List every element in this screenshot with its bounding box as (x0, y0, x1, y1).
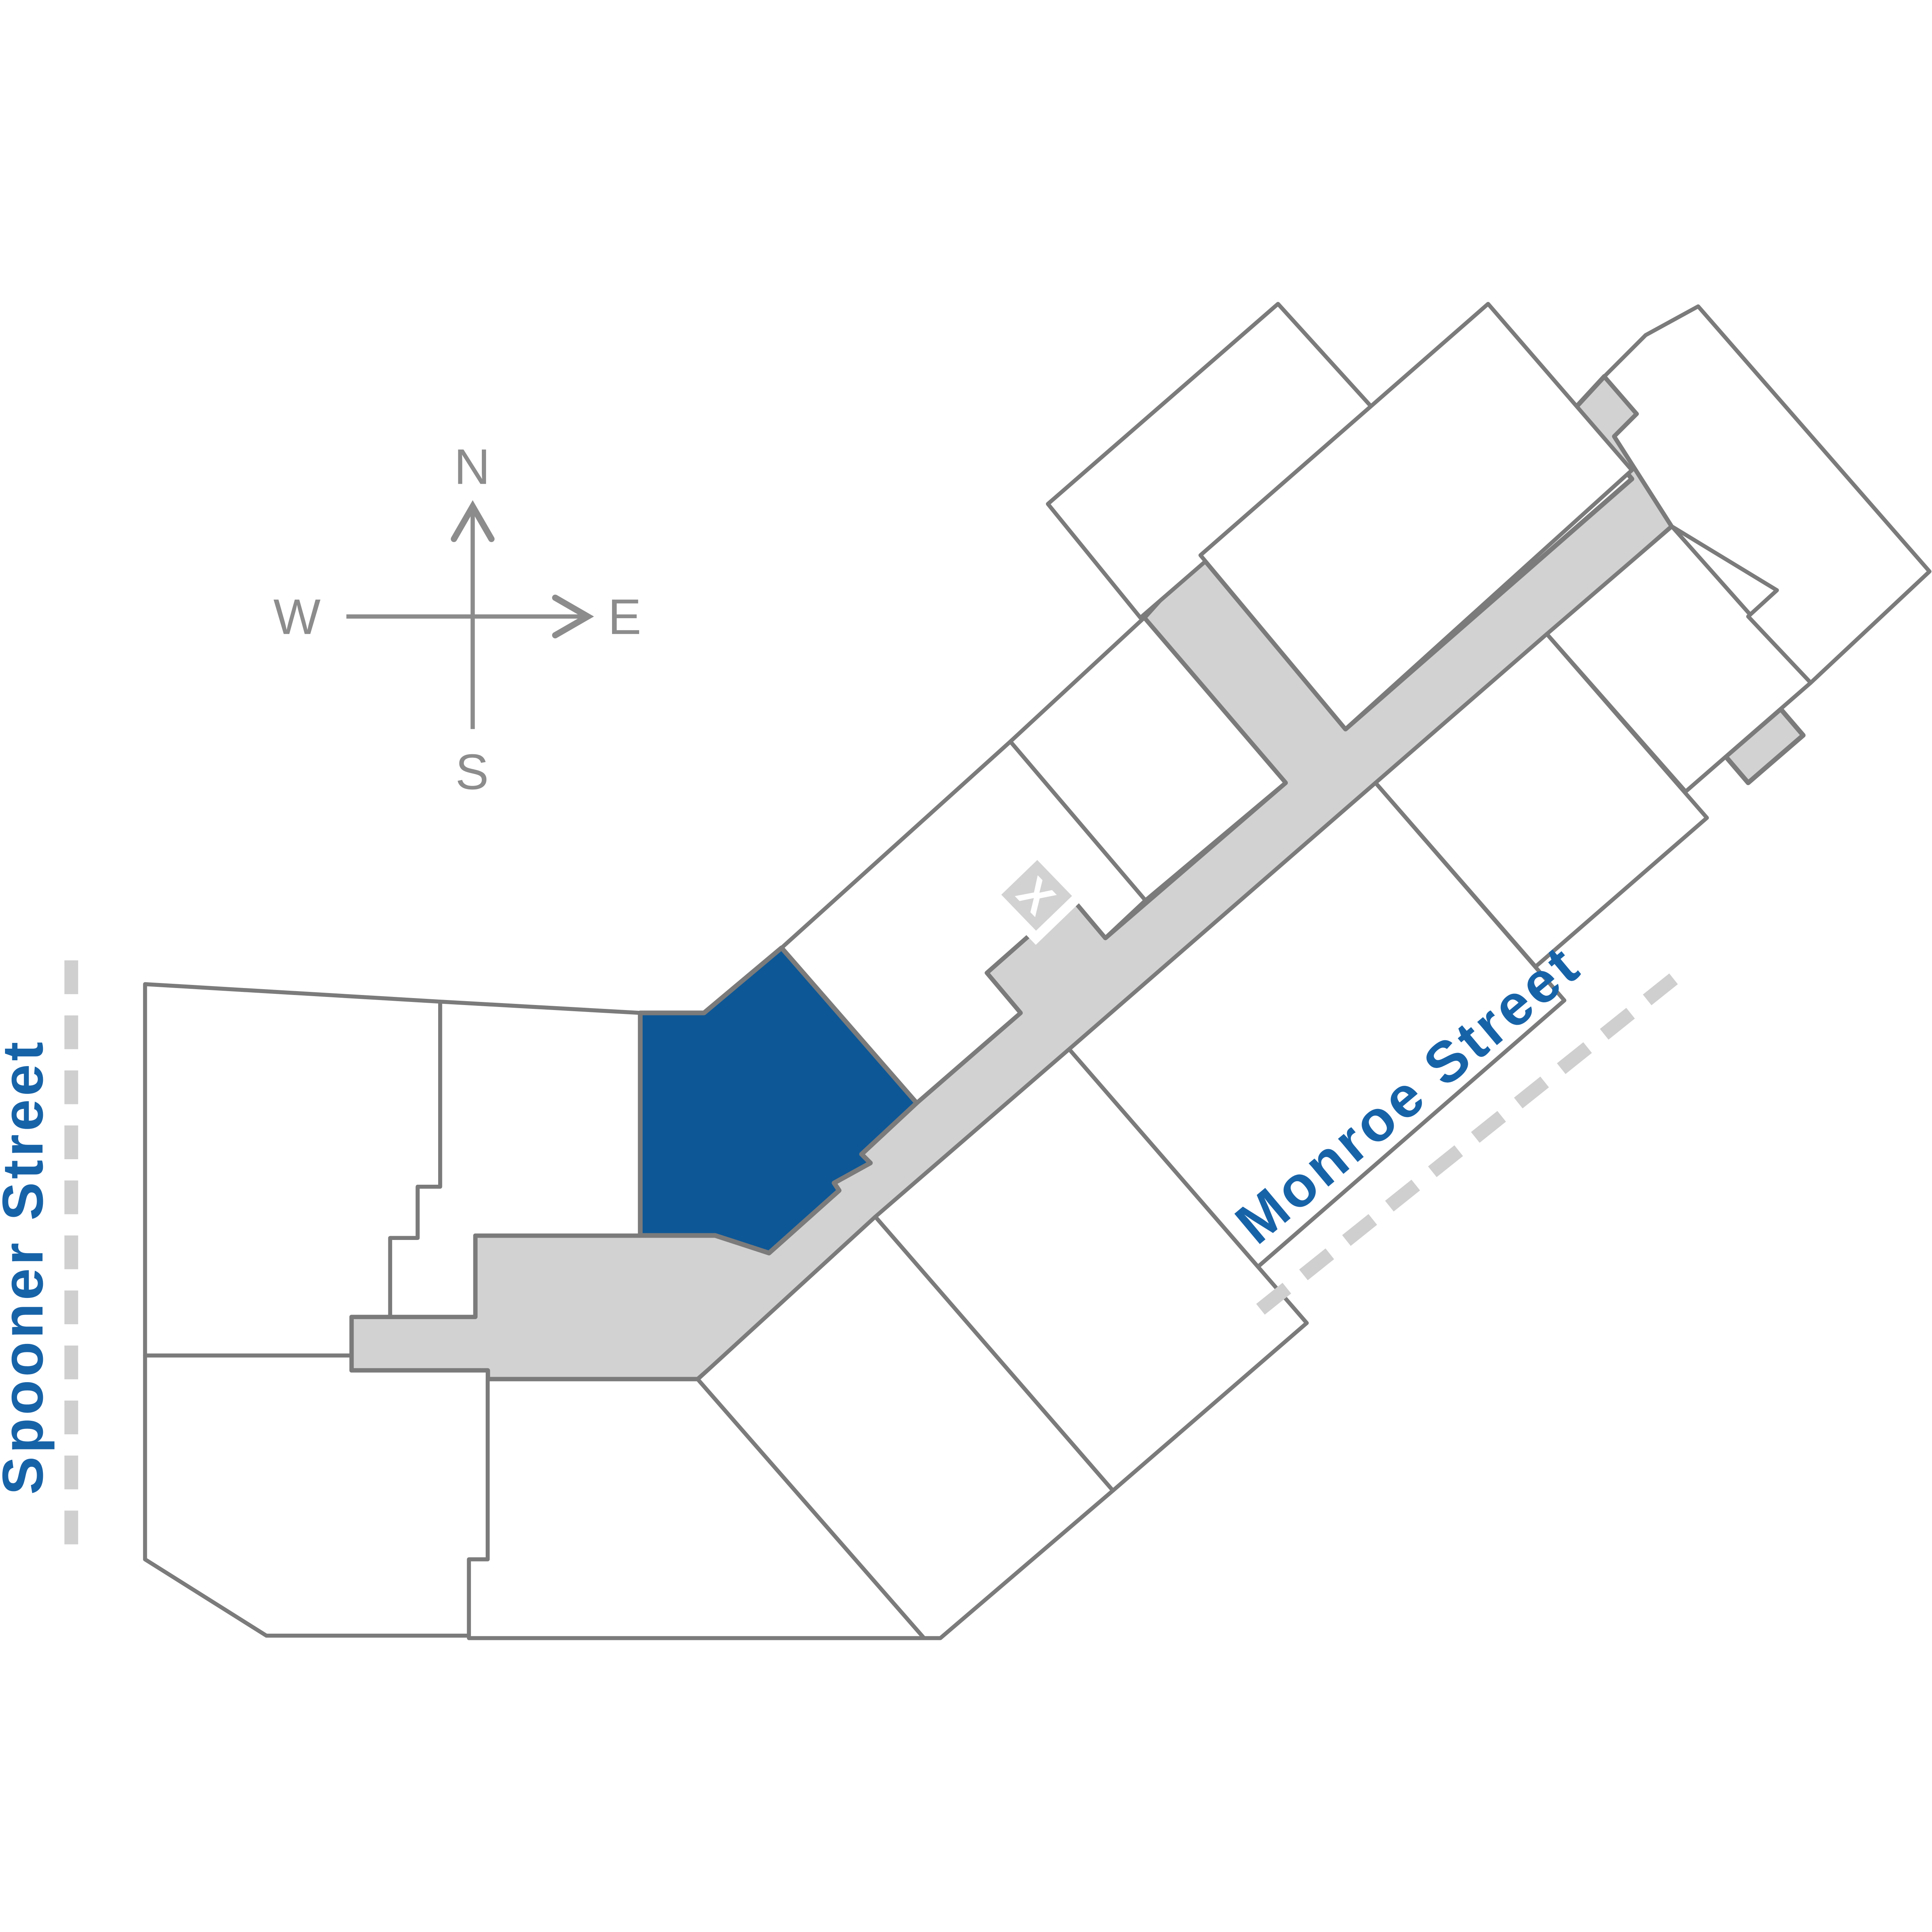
buildings (143, 302, 1932, 1640)
x-marker-inner (1001, 860, 1072, 931)
building-se-3 (1373, 632, 1709, 969)
spooner-street: Spooner Street (0, 960, 78, 1544)
highlighted-unit[interactable] (638, 945, 919, 1255)
compass-label-west: W (274, 589, 322, 645)
building-se-0 (696, 1214, 1115, 1640)
monroe-street-dashed-line (1256, 964, 1690, 1315)
building-right-far (1602, 304, 1932, 685)
building-nw-2 (1008, 616, 1288, 903)
compass-label-east: E (608, 589, 643, 645)
compass-label-north: N (454, 439, 492, 495)
building-nw-4 (1198, 302, 1634, 731)
compass-rose: N S W E (274, 439, 643, 800)
compass-north-arrow-icon (451, 500, 495, 542)
building-left-lower (143, 1353, 490, 1638)
compass-east-arrow-icon (552, 594, 594, 639)
spooner-street-label: Spooner Street (0, 1039, 55, 1495)
compass-label-south: S (456, 744, 490, 800)
x-marker: X (987, 846, 1086, 945)
building-se-1 (873, 1047, 1309, 1493)
building-se-2 (1067, 781, 1566, 1269)
